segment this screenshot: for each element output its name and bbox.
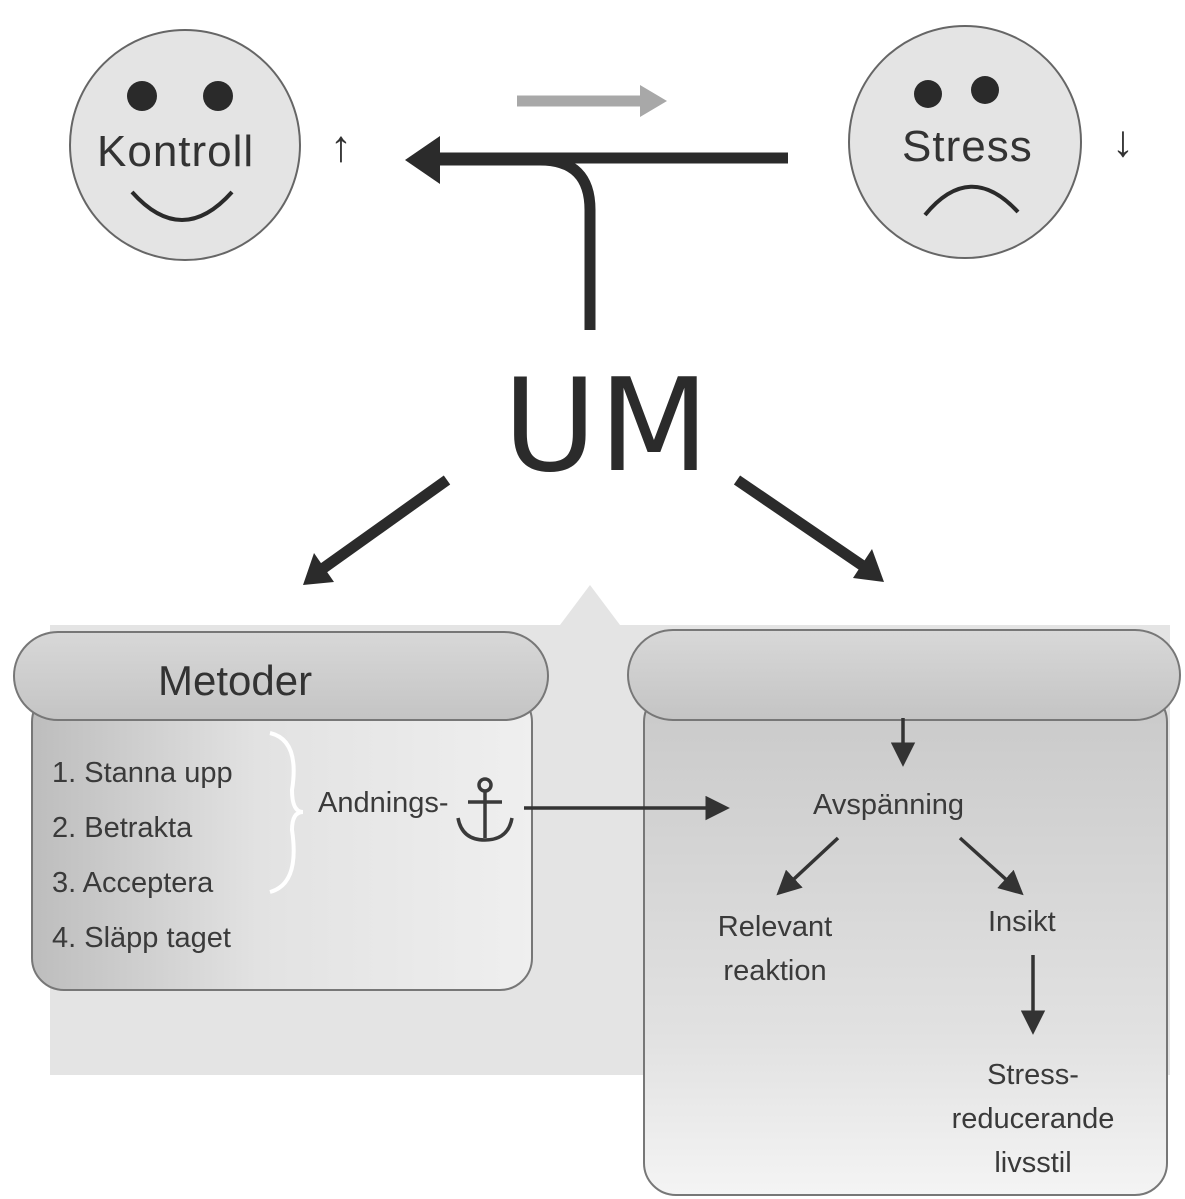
insight-label: Insikt	[988, 906, 1056, 938]
um-right-arrow	[733, 475, 870, 573]
face-stress	[848, 25, 1082, 259]
kontroll-arrowhead	[405, 136, 440, 184]
methods-box	[13, 631, 549, 991]
grey-arrow	[517, 85, 667, 117]
lifestyle-line-3: livsstil	[994, 1147, 1072, 1179]
um-left-arrowhead	[303, 553, 334, 585]
stress-trend-arrow: ↓	[1112, 117, 1134, 166]
step-3: 3. Acceptera	[52, 867, 214, 899]
kontroll-trend-arrow: ↑	[330, 122, 352, 171]
relaxation-to-reaction-arrow	[776, 836, 840, 896]
relaxation-label: Avspänning	[813, 789, 965, 821]
step-1: 1. Stanna upp	[52, 757, 233, 789]
um-left-arrow	[314, 475, 451, 577]
step-2: 2. Betrakta	[52, 812, 193, 844]
face-kontroll	[69, 29, 301, 261]
right-box	[627, 629, 1181, 1196]
um-label: UM	[503, 352, 712, 501]
um-right-arrowhead	[853, 549, 884, 582]
kontroll-label: Kontroll	[97, 127, 255, 176]
breathing-label: Andnings-	[318, 787, 449, 819]
stress-label: Stress	[902, 122, 1033, 171]
um-to-kontroll-arrow	[440, 154, 596, 330]
anchor-icon	[456, 777, 514, 842]
step-4: 4. Släpp taget	[52, 922, 231, 954]
relevant-reaction-line-2: reaktion	[723, 955, 827, 987]
relaxation-to-insight-arrow	[958, 836, 1024, 896]
lifestyle-line-2: reducerande	[951, 1103, 1115, 1135]
relevant-reaction-line-1: Relevant	[717, 911, 833, 943]
lifestyle-line-1: Stress-	[987, 1059, 1079, 1091]
relevant-reaction-label: Relevant reaktion	[705, 905, 845, 993]
methods-title: Metoder	[158, 657, 313, 704]
lifestyle-label: Stress- reducerande livsstil	[933, 1053, 1133, 1185]
